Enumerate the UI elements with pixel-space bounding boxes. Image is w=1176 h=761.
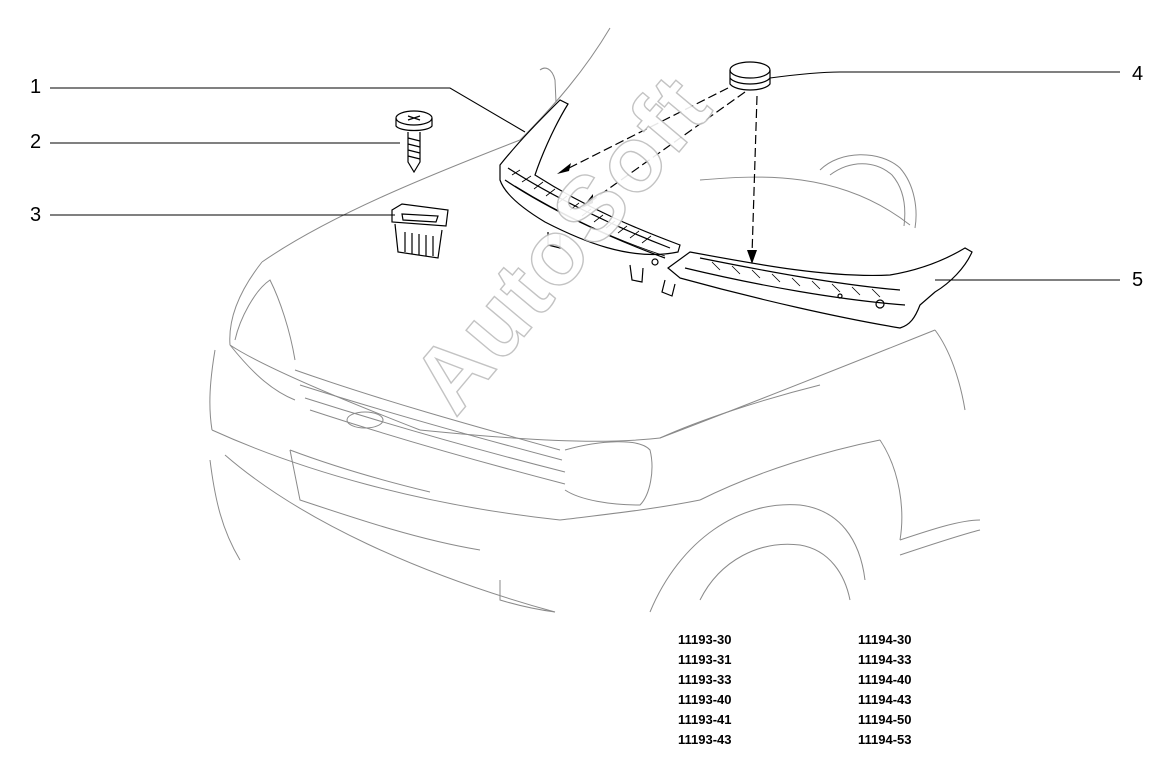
callout-5: 5 <box>1132 269 1144 291</box>
model-codes-right: 11194-30 11194-33 11194-40 11194-43 1119… <box>858 630 912 750</box>
model-code: 11193-31 <box>678 652 732 667</box>
callout-1: 1 <box>30 76 42 98</box>
model-code: 11194-50 <box>858 712 912 727</box>
part-1-left-cowl-panel <box>499 99 681 283</box>
model-code: 11194-53 <box>858 732 912 747</box>
leader-lines <box>50 71 1120 281</box>
callout-2: 2 <box>30 131 42 153</box>
part-2-screw <box>395 110 433 174</box>
part-3-clip <box>391 203 449 259</box>
model-code: 11194-43 <box>858 692 912 707</box>
model-code: 11193-30 <box>678 632 732 647</box>
model-code: 11193-33 <box>678 672 732 687</box>
arrowheads <box>557 163 757 264</box>
model-code: 11194-40 <box>858 672 912 687</box>
part-4-cap <box>729 61 771 91</box>
model-codes-left: 11193-30 11193-31 11193-33 11193-40 1119… <box>678 630 732 750</box>
model-code: 11193-40 <box>678 692 732 707</box>
model-code: 11193-41 <box>678 712 732 727</box>
callout-4: 4 <box>1132 63 1144 85</box>
model-code: 11194-33 <box>858 652 912 667</box>
car-body-outline <box>209 27 981 613</box>
model-code: 11193-43 <box>678 732 732 747</box>
assembly-arrows <box>564 87 758 256</box>
part-5-right-cowl-panel <box>661 247 973 329</box>
model-code: 11194-30 <box>858 632 912 647</box>
callout-3: 3 <box>30 204 42 226</box>
